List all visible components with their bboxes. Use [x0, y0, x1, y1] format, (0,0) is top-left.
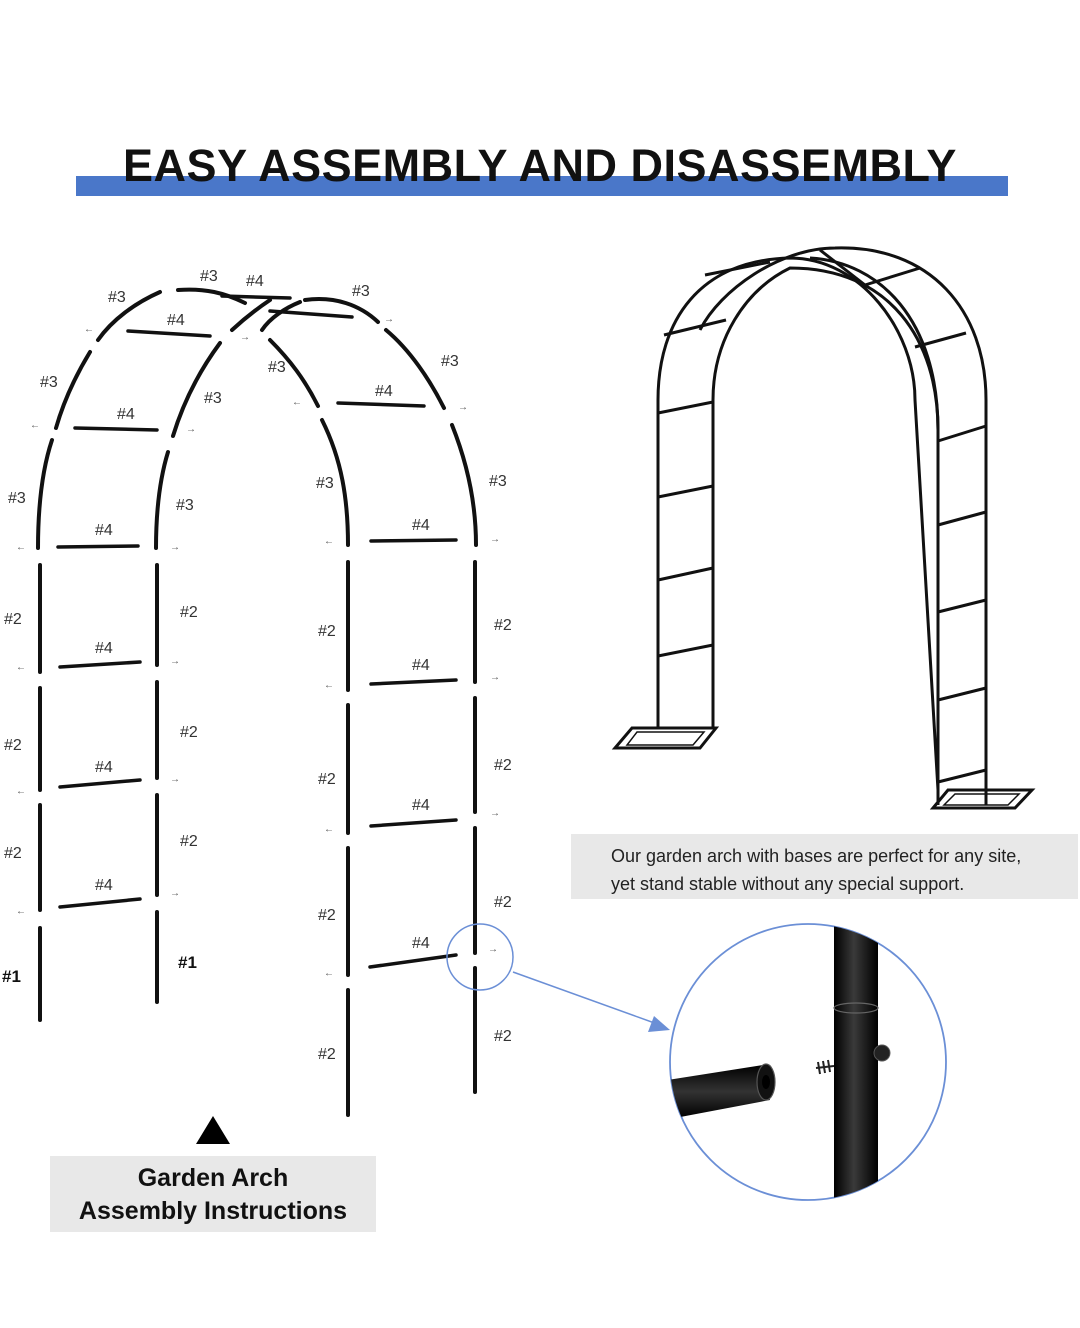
svg-text:→: → — [488, 944, 498, 955]
svg-text:←: ← — [16, 786, 26, 797]
svg-text:→: → — [490, 534, 500, 545]
svg-text:←: ← — [30, 420, 40, 431]
svg-text:→: → — [490, 672, 500, 683]
part-label: #3 — [108, 289, 126, 306]
part-label: #3 — [441, 353, 459, 370]
part-label: #1 — [2, 967, 21, 986]
svg-text:→: → — [170, 888, 180, 899]
svg-text:←: ← — [324, 968, 334, 979]
part-label: #4 — [375, 383, 393, 400]
part-label: #4 — [167, 312, 185, 329]
assembly-arrows: ← → ← → ← → ← → ← → ← → ← → ← → ← → ← → ← → → — [16, 314, 500, 979]
part-label: #3 — [204, 390, 222, 407]
pointer-triangle-icon — [196, 1116, 230, 1144]
part-label: #2 — [318, 771, 336, 788]
part-label: #3 — [8, 490, 26, 507]
part-label: #2 — [494, 894, 512, 911]
part-label: #2 — [4, 737, 22, 754]
part-label: #2 — [180, 604, 198, 621]
description-panel: Our garden arch with bases are perfect f… — [571, 834, 1078, 899]
part-label: #4 — [117, 406, 135, 423]
svg-text:→: → — [458, 402, 468, 413]
part-label: #1 — [178, 953, 197, 972]
part-label: #4 — [412, 517, 430, 534]
part-label: #2 — [494, 1028, 512, 1045]
part-label: #4 — [95, 877, 113, 894]
part-label: #3 — [268, 359, 286, 376]
part-label: #2 — [318, 1046, 336, 1063]
part-label: #2 — [318, 907, 336, 924]
arch-bases — [611, 726, 1036, 810]
svg-text:→: → — [240, 332, 250, 343]
svg-text:←: ← — [324, 536, 334, 547]
part-label: #3 — [40, 374, 58, 391]
description-line: Our garden arch with bases are perfect f… — [611, 846, 1022, 866]
crossbars — [56, 294, 458, 969]
connector-detail — [669, 923, 947, 1201]
part-label: #2 — [180, 833, 198, 850]
part-label: #4 — [246, 273, 264, 290]
svg-text:←: ← — [324, 680, 334, 691]
part-label: #4 — [95, 522, 113, 539]
part-label: #2 — [494, 617, 512, 634]
title-underline-bar — [76, 176, 1008, 196]
caption-line: Assembly Instructions — [78, 1197, 348, 1225]
part-label: #4 — [95, 640, 113, 657]
part-label: #4 — [412, 797, 430, 814]
part-label: #3 — [352, 283, 370, 300]
description-line: yet stand stable without any special sup… — [611, 874, 965, 894]
caption-panel: Garden Arch Assembly Instructions — [50, 1156, 376, 1232]
zoom-circle-icon — [446, 923, 514, 991]
svg-text:→: → — [490, 808, 500, 819]
svg-text:←: ← — [16, 906, 26, 917]
page-title: EASY ASSEMBLY AND DISASSEMBLY — [123, 140, 957, 191]
svg-text:→: → — [186, 424, 196, 435]
part-label: #3 — [489, 473, 507, 490]
part-label: #3 — [200, 268, 218, 285]
part-label: #4 — [412, 657, 430, 674]
svg-text:←: ← — [324, 824, 334, 835]
part-label: #4 — [95, 759, 113, 776]
svg-text:←: ← — [16, 662, 26, 673]
part-label: #4 — [412, 935, 430, 952]
exploded-arch — [36, 287, 478, 1117]
svg-text:←: ← — [16, 542, 26, 553]
part-label: #2 — [494, 757, 512, 774]
svg-text:→: → — [170, 774, 180, 785]
part-label: #2 — [318, 623, 336, 640]
back-arch-curve — [260, 297, 478, 547]
assembled-arch — [656, 246, 988, 805]
svg-text:→: → — [170, 656, 180, 667]
svg-text:→: → — [384, 314, 394, 325]
front-arch-curve — [36, 287, 272, 550]
svg-text:←: ← — [84, 324, 94, 335]
part-label: #3 — [176, 497, 194, 514]
svg-text:→: → — [170, 542, 180, 553]
part-label: #2 — [180, 724, 198, 741]
part-label: #2 — [4, 611, 22, 628]
arrow-icon — [512, 971, 670, 1032]
part-labels: #1 #1 #2 #2 #2 #2 #2 #2 #2 #2 #2 #2 #2 #… — [2, 268, 512, 1063]
svg-text:←: ← — [292, 397, 302, 408]
part-label: #3 — [316, 475, 334, 492]
caption-line: Garden Arch — [137, 1164, 289, 1192]
part-label: #2 — [4, 845, 22, 862]
